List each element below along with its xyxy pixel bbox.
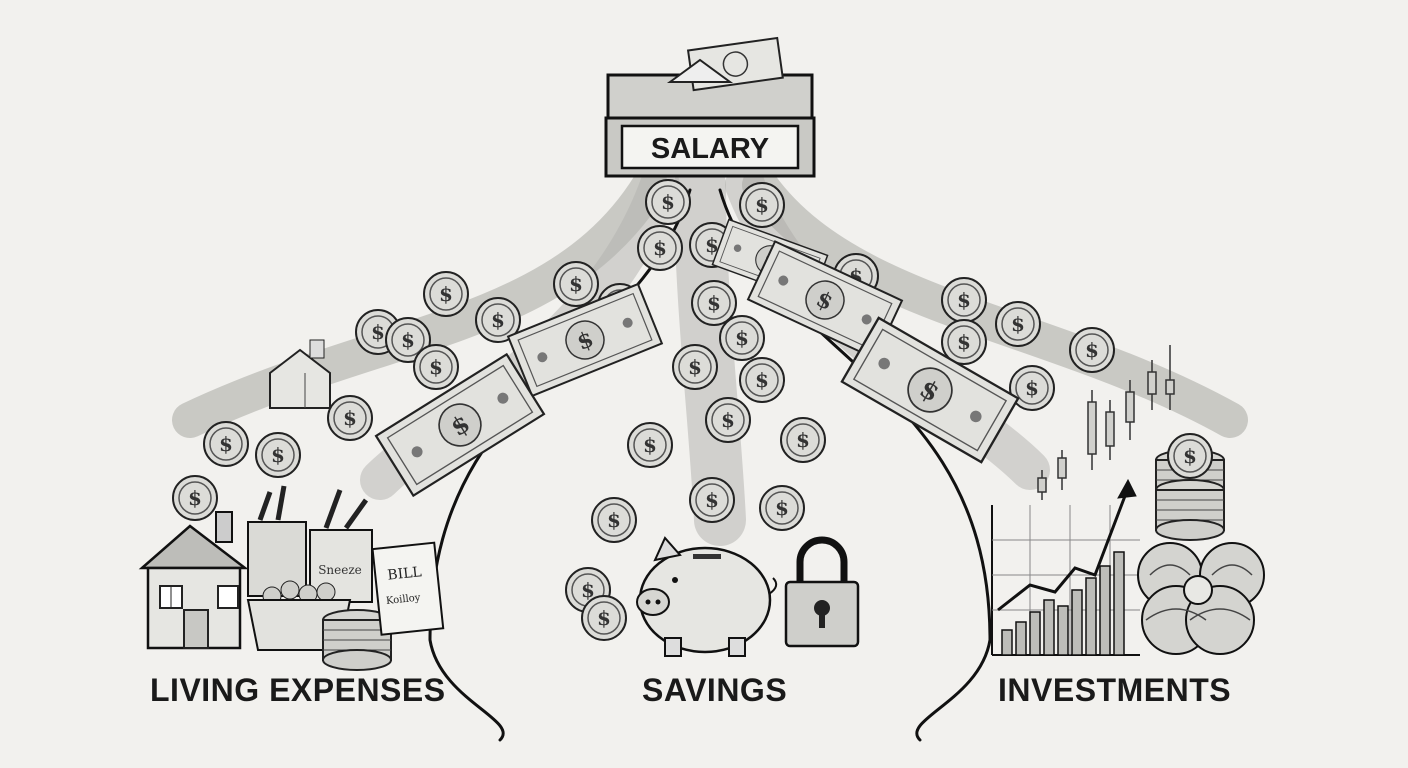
globe-coins-icon: [1137, 542, 1265, 655]
grocery-bag-text: Sneeze: [318, 563, 362, 577]
house-icon: [138, 511, 249, 650]
living-expenses-illustration: Sneeze BILL Koilloy: [138, 339, 445, 671]
padlock-icon: [784, 536, 860, 648]
bill-note-subtitle: Koilloy: [386, 592, 422, 607]
small-house-icon: [269, 339, 331, 409]
coin-tower-icon: [1155, 433, 1225, 541]
bill-note-icon: BILL Koilloy: [371, 541, 445, 636]
shopping-bags-icon: Sneeze: [247, 485, 373, 603]
salary-label: SALARY: [651, 133, 769, 165]
growth-chart-icon: [991, 345, 1175, 656]
category-label-investments: INVESTMENTS: [998, 672, 1232, 708]
category-label-savings: SAVINGS: [642, 672, 788, 708]
bill-note-title: BILL: [387, 564, 423, 584]
category-label-living-expenses: LIVING EXPENSES: [150, 672, 446, 708]
investments-illustration: [991, 345, 1265, 656]
salary-box: SALARY: [604, 36, 816, 178]
savings-illustration: [565, 536, 860, 657]
piggy-bank-icon: [636, 536, 778, 657]
